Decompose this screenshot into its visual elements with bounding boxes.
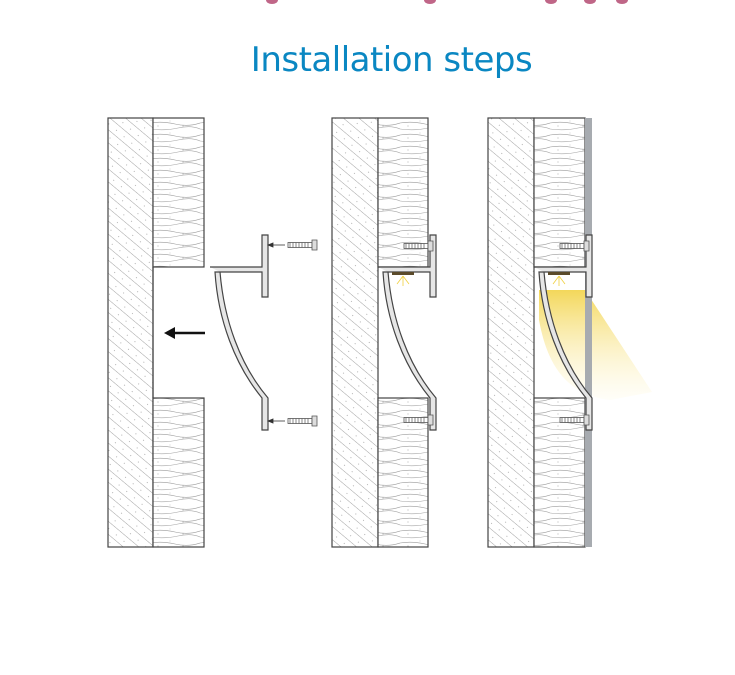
led-strip xyxy=(548,272,570,275)
drywall-bottom xyxy=(152,397,205,548)
light-beam xyxy=(539,290,652,400)
concrete-wall xyxy=(107,117,154,548)
arrow-left-icon xyxy=(164,327,205,339)
screw-icon xyxy=(287,239,318,251)
step-3-panel xyxy=(487,117,652,548)
aluminium-profile xyxy=(209,234,269,431)
led-strip xyxy=(392,272,414,275)
top-decoration xyxy=(266,0,628,4)
step-1-panel xyxy=(107,117,318,548)
wall-finish-layer xyxy=(585,118,592,547)
arrow-small-icon xyxy=(266,242,285,424)
step-2-panel xyxy=(331,117,437,548)
drywall-top xyxy=(152,117,205,268)
page-title: Installation steps xyxy=(250,40,533,80)
screw-icon xyxy=(287,415,318,427)
